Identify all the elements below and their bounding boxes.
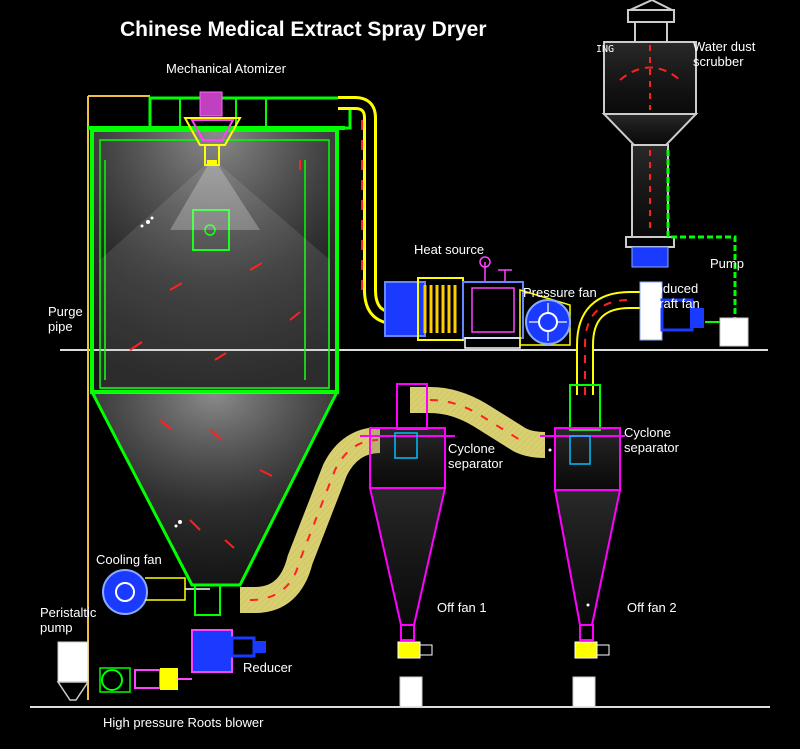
atomizer-body [183, 117, 242, 146]
scrubber-cap [629, 0, 673, 11]
off-fan-2-valve [574, 641, 598, 659]
spray-sparkles [140, 216, 590, 607]
label-cyclone-2: Cyclone separator [624, 425, 679, 455]
label-peristaltic-pump: Peristaltic pump [40, 605, 97, 635]
cyclone-2-body [554, 427, 621, 491]
label-purge-pipe: Purge pipe [48, 304, 83, 334]
label-reducer: Reducer [243, 660, 293, 675]
label-water-scrubber: Water dust scrubber [693, 39, 756, 69]
label-roots-blower: High pressure Roots blower [103, 715, 264, 730]
pressure-fan-wheel [525, 299, 571, 345]
collector-2 [572, 676, 596, 708]
atomizer-motor [199, 91, 223, 117]
cyclone-1-cone [368, 487, 447, 626]
diagram-title: Chinese Medical Extract Spray Dryer [120, 18, 487, 41]
cooling-fan-wheel [102, 569, 148, 615]
label-pressure-fan: Pressure fan [523, 285, 597, 300]
label-pump: Pump [710, 256, 744, 271]
droplet-paths [129, 160, 301, 549]
scrubber-pump-line [666, 150, 737, 318]
scrubber-body [603, 41, 697, 115]
label-induced-fan: Induced draft fan [652, 281, 700, 311]
label-off-fan-1: Off fan 1 [437, 600, 487, 615]
collector-1 [399, 676, 423, 708]
label-off-fan-2: Off fan 2 [627, 600, 677, 615]
label-ing: ING [596, 44, 615, 55]
label-cooling-fan: Cooling fan [96, 552, 162, 567]
label-heat-source: Heat source [414, 242, 485, 257]
roots-blower-wheel [101, 669, 123, 691]
chamber-cone [89, 390, 340, 587]
reducer-unit [191, 629, 233, 673]
label-cyclone-1: Cyclone separator [448, 441, 503, 471]
inspection-window [192, 209, 230, 251]
pump-tank [719, 317, 749, 347]
peristaltic-pump-tank [57, 641, 89, 683]
label-atomizer: Mechanical Atomizer [166, 61, 286, 76]
off-fan-1-valve [397, 641, 421, 659]
spray-plume [100, 165, 330, 390]
